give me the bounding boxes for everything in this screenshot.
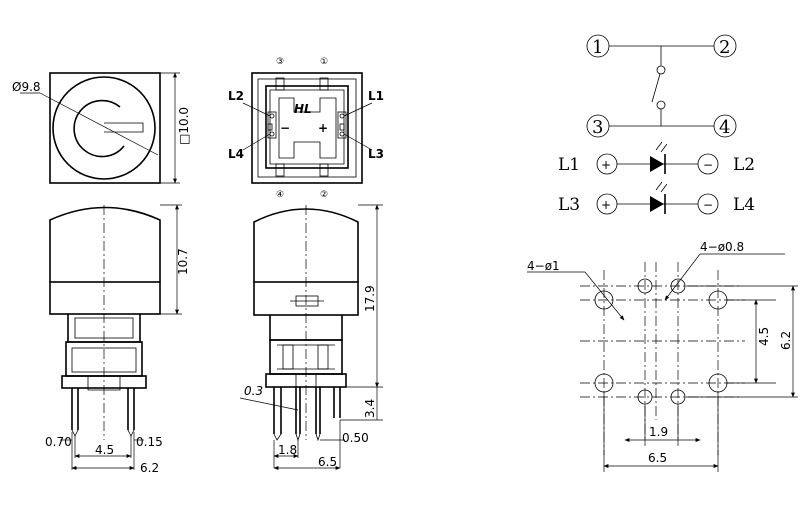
hole-large-label: 4−ø1 [527, 259, 560, 273]
bottom-minus: − [280, 121, 290, 135]
switch-schematic: 1 2 3 4 L1 + − L2 L3 + − L4 [558, 34, 755, 215]
diameter-label: Ø9.8 [12, 80, 41, 94]
side-pin-left [273, 387, 282, 434]
front-side-view: 10.7 0.70 0.15 4.5 6.2 [45, 204, 190, 475]
pin1-mark: ① [320, 57, 328, 67]
cap-dome [49, 206, 161, 282]
label-l4: L4 [228, 147, 244, 161]
footprint-dim-65: 6.5 [648, 451, 667, 465]
svg-text:−: − [703, 158, 713, 172]
dim-18: 1.8 [278, 443, 297, 457]
side-view: 17.9 3.4 0.3 0.50 1.8 6.5 [239, 204, 383, 470]
label-l3: L3 [368, 147, 384, 161]
side-housing-flange [265, 373, 347, 388]
hole-small [637, 278, 653, 294]
hole-small [670, 278, 686, 294]
square-dimension-label: □10.0 [177, 107, 191, 145]
hole-small-label: 4−ø0.8 [700, 240, 744, 254]
dim-015: 0.15 [136, 435, 163, 449]
schematic-l1: L1 [558, 155, 580, 175]
dim-070: 0.70 [45, 435, 72, 449]
pcb-footprint: 4−ø1 4−ø0.8 4.5 6.2 1.9 6.5 [527, 240, 798, 472]
schematic-n4: 4 [719, 117, 730, 138]
schematic-n2: 2 [719, 37, 730, 58]
side-pin-mid [295, 387, 301, 434]
switch-square-outline [49, 72, 161, 184]
schematic-l4: L4 [733, 195, 755, 215]
cap-base [49, 281, 161, 315]
hole-large [594, 290, 614, 310]
side-pin-mid2 [315, 387, 321, 434]
hl-logo: HL [294, 102, 312, 116]
bottom-outline [251, 72, 363, 184]
dim-62: 6.2 [140, 461, 159, 475]
footprint-dim-45: 4.5 [757, 327, 771, 346]
schematic-l2: L2 [733, 155, 755, 175]
schematic-n3: 3 [592, 117, 603, 138]
bottom-body-outline [278, 97, 337, 159]
dim-050: 0.50 [342, 431, 369, 445]
dim-03: 0.3 [244, 384, 263, 398]
front-top-view: Ø9.8 □10.0 [12, 72, 191, 184]
footprint-dim-19: 1.9 [649, 425, 668, 439]
pin-right [127, 388, 135, 430]
power-bar [104, 122, 144, 133]
dim-34: 3.4 [363, 399, 377, 418]
dim-179: 17.9 [363, 285, 377, 312]
bottom-view: HL − + ③ ① ④ ② L2 L1 L4 L3 [228, 57, 384, 200]
bottom-inner [265, 85, 349, 169]
dim-45: 4.5 [95, 443, 114, 457]
power-c-symbol [73, 99, 125, 158]
housing-flange [61, 375, 147, 389]
dim-65: 6.5 [318, 455, 337, 469]
pin-left [71, 388, 79, 430]
footprint-dim-62: 6.2 [779, 331, 793, 350]
height-label: 10.7 [176, 248, 190, 275]
schematic-l3: L3 [558, 195, 580, 215]
label-l2: L2 [228, 89, 244, 103]
pin4-mark: ④ [276, 190, 284, 200]
pin2-mark: ② [320, 190, 328, 200]
svg-text:−: − [703, 198, 713, 212]
pin3-mark: ③ [276, 57, 284, 67]
side-pin-right [333, 387, 341, 418]
bottom-plus: + [318, 121, 328, 135]
svg-text:+: + [601, 158, 611, 172]
cap-circle [52, 76, 156, 180]
label-l1: L1 [368, 89, 384, 103]
diameter-leader [39, 92, 159, 156]
svg-text:+: + [601, 198, 611, 212]
schematic-n1: 1 [592, 37, 603, 58]
